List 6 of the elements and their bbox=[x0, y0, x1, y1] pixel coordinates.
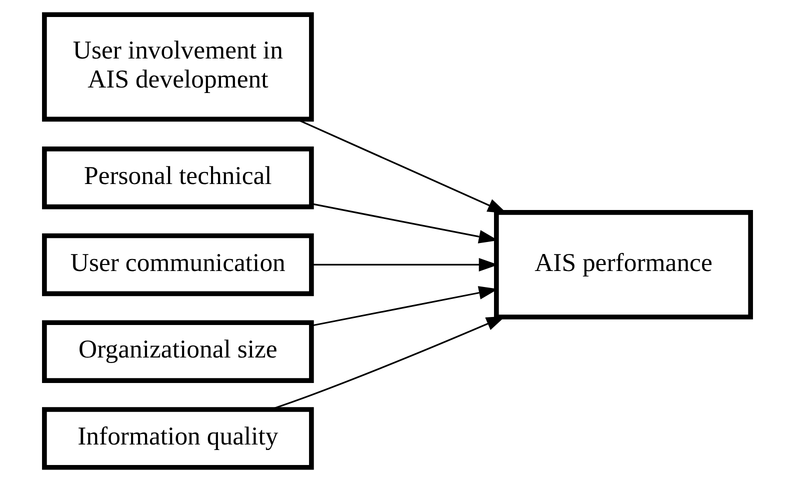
node-box: User communication bbox=[42, 233, 314, 296]
node-box: Information quality bbox=[42, 407, 314, 470]
node-box: Personal technical bbox=[42, 146, 314, 210]
node-box: User involvement in AIS development bbox=[42, 12, 314, 122]
node-box: AIS performance bbox=[494, 210, 752, 320]
node-box: Organizational size bbox=[42, 320, 314, 383]
